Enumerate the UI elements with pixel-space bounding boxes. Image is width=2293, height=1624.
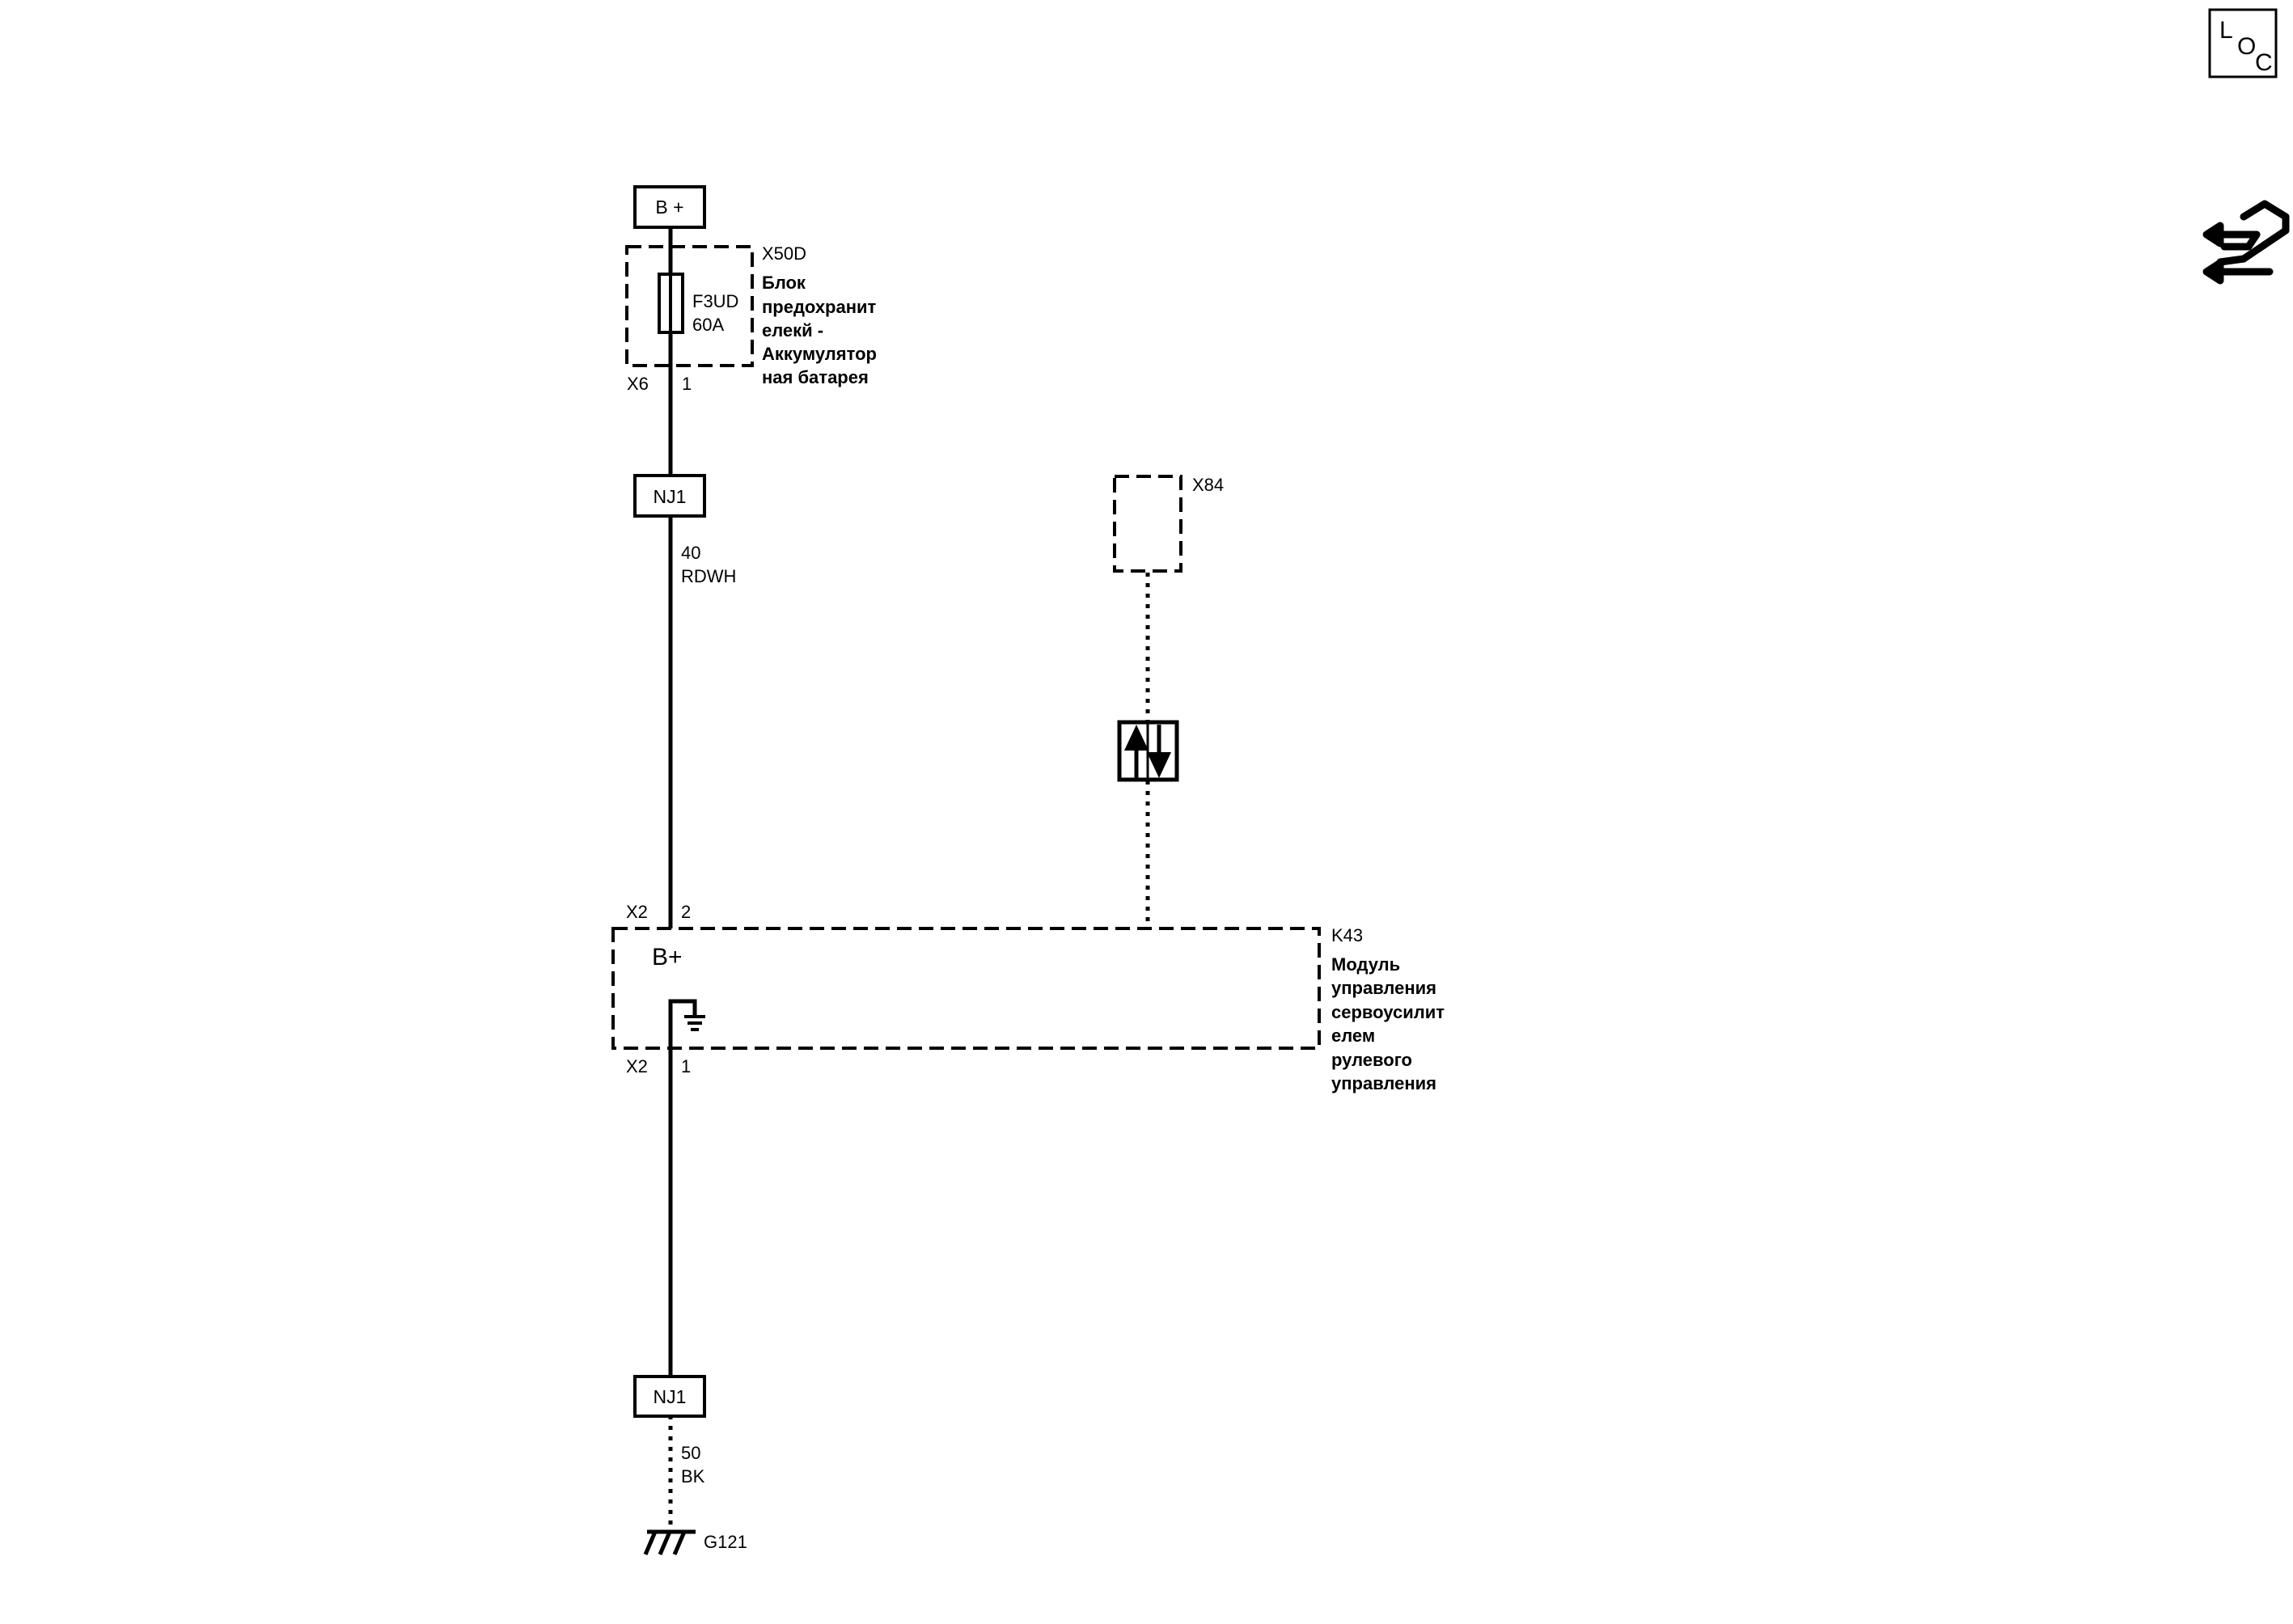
fuse-block-name-line-5: ная батарея xyxy=(762,367,869,387)
data-connector-x84[interactable] xyxy=(1113,475,1182,573)
module-name-line-5: рулевого xyxy=(1331,1050,1412,1070)
bplus-source-label: B + xyxy=(655,197,683,218)
wire-bottom-color: BK xyxy=(681,1466,705,1487)
fuse-block-x50d[interactable]: F3UD 60A xyxy=(625,245,754,367)
loc-letter-c: C xyxy=(2255,49,2273,76)
module-k43[interactable]: B+ xyxy=(611,927,1321,1050)
data-connector-id: X84 xyxy=(1192,475,1224,495)
module-name-line-3: сервоусилит xyxy=(1331,1002,1445,1022)
module-name-line-2: управления xyxy=(1331,978,1436,998)
splice-bottom-label: NJ1 xyxy=(654,1386,687,1407)
wire-bottom-gauge: 50 xyxy=(681,1443,700,1463)
bplus-source[interactable]: B + xyxy=(633,185,706,229)
loc-icon[interactable]: L O C xyxy=(2208,8,2278,78)
fuse-block-pin: 1 xyxy=(682,374,692,394)
wire-top-color: RDWH xyxy=(681,566,736,586)
splice-top-label: NJ1 xyxy=(654,486,687,507)
fuse-block-connector: X6 xyxy=(627,374,649,394)
fuse-block-name-line-4: Аккумулятор xyxy=(762,344,877,364)
fuse-block-name-line-1: Блок xyxy=(762,273,806,293)
splice-nj1-bottom[interactable]: NJ1 xyxy=(633,1375,706,1418)
module-power-label: B+ xyxy=(652,944,683,971)
bidirectional-data-arrows-icon xyxy=(1117,720,1179,782)
splice-nj1-top[interactable]: NJ1 xyxy=(633,474,706,518)
module-bottom-connector: X2 xyxy=(626,1056,648,1076)
module-top-pin: 2 xyxy=(681,902,691,922)
loc-letter-l: L xyxy=(2219,17,2233,44)
fuse-block-name-line-3: елекй - xyxy=(762,320,823,340)
fuse-block-name-line-2: предохранит xyxy=(762,297,877,317)
connector-view-icon[interactable] xyxy=(2202,200,2290,285)
fuse-block-id: X50D xyxy=(762,243,806,264)
wire-top-gauge: 40 xyxy=(681,543,700,563)
internal-ground-icon xyxy=(668,999,705,1048)
module-name-line-1: Модуль xyxy=(1331,954,1400,975)
module-name-line-4: елем xyxy=(1331,1026,1375,1046)
module-top-connector: X2 xyxy=(626,902,648,922)
fuse-name: F3UD xyxy=(692,291,738,311)
loc-letter-o: O xyxy=(2237,33,2256,60)
module-name-line-6: управления xyxy=(1331,1073,1436,1093)
fuse-rating: 60A xyxy=(692,315,724,335)
ground-symbol-icon[interactable] xyxy=(643,1529,696,1555)
module-bottom-pin: 1 xyxy=(681,1056,691,1076)
ground-id: G121 xyxy=(704,1532,747,1552)
module-id: K43 xyxy=(1331,925,1363,945)
